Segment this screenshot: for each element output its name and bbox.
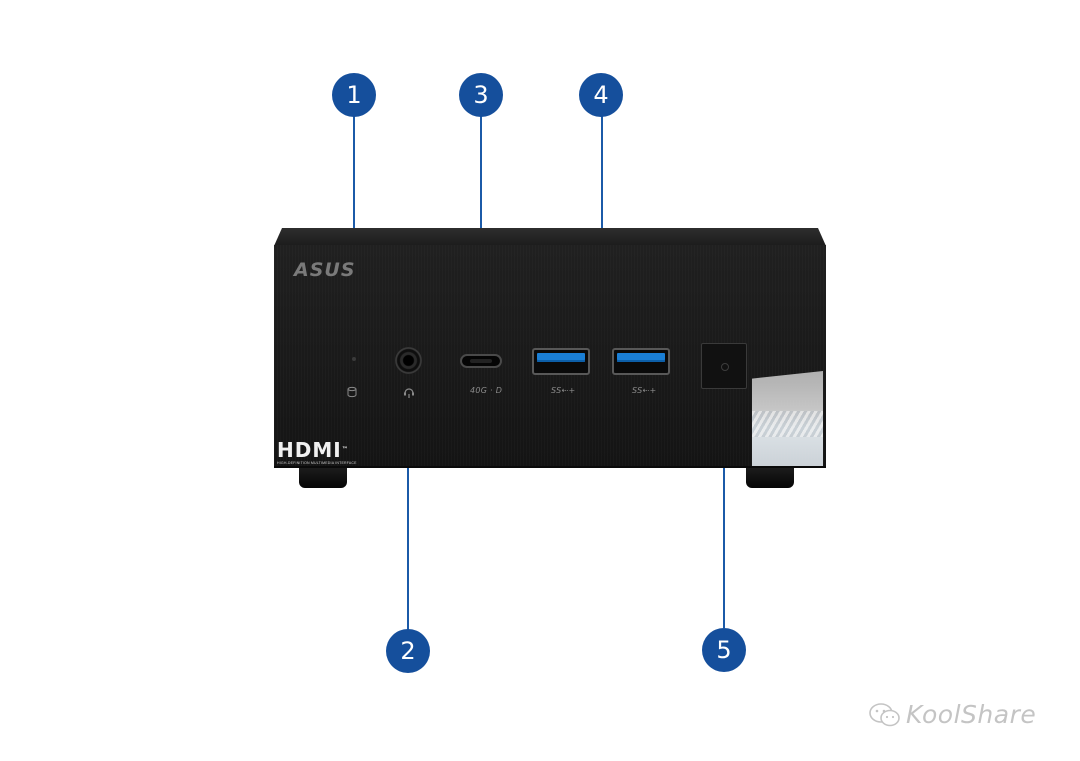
asus-logo: ASUS: [294, 259, 356, 281]
hdmi-tagline: HIGH-DEFINITION MULTIMEDIA INTERFACE: [277, 461, 357, 465]
device-top-edge: [274, 228, 826, 246]
hdmi-trademark: ™: [341, 446, 349, 453]
callout-badge-4: 4: [579, 73, 623, 117]
leader-line-4-stem: [601, 116, 603, 306]
power-button: [701, 343, 747, 389]
device-foot-left: [299, 468, 347, 488]
hdmi-logo: HDMI™ HIGH-DEFINITION MULTIMEDIA INTERFA…: [277, 440, 357, 465]
usb-a-label-2: SS⇠+: [632, 386, 657, 395]
drive-activity-led: [352, 357, 356, 361]
watermark-text: KoolShare: [906, 700, 1037, 729]
callout-badge-3: 3: [459, 73, 503, 117]
hdmi-mark: HDMI™: [277, 440, 357, 460]
headset-mic-icon: [404, 388, 414, 398]
usb-c-port: [460, 354, 502, 368]
wechat-icon: [869, 702, 900, 726]
watermark: KoolShare: [868, 700, 1036, 729]
usb-a-label-1: SS⇠+: [551, 386, 576, 395]
hdmi-mark-text: HDMI: [277, 438, 342, 462]
usb-a-tongue-1: [537, 353, 585, 362]
device-foot-right: [746, 468, 794, 488]
usb-c-label: 40G · D: [470, 386, 503, 395]
usb-a-port-2: [612, 348, 670, 375]
callout-badge-5: 5: [702, 628, 746, 672]
usb-a-tongue-2: [617, 353, 665, 362]
audio-jack: [395, 347, 422, 374]
callout-badge-2: 2: [386, 629, 430, 673]
usb-a-port-1: [532, 348, 590, 375]
drive-activity-icon: [347, 386, 357, 398]
protective-film-sticker: [752, 371, 823, 466]
callout-badge-1: 1: [332, 73, 376, 117]
leader-line-2: [407, 372, 409, 630]
leader-line-5: [723, 388, 725, 628]
